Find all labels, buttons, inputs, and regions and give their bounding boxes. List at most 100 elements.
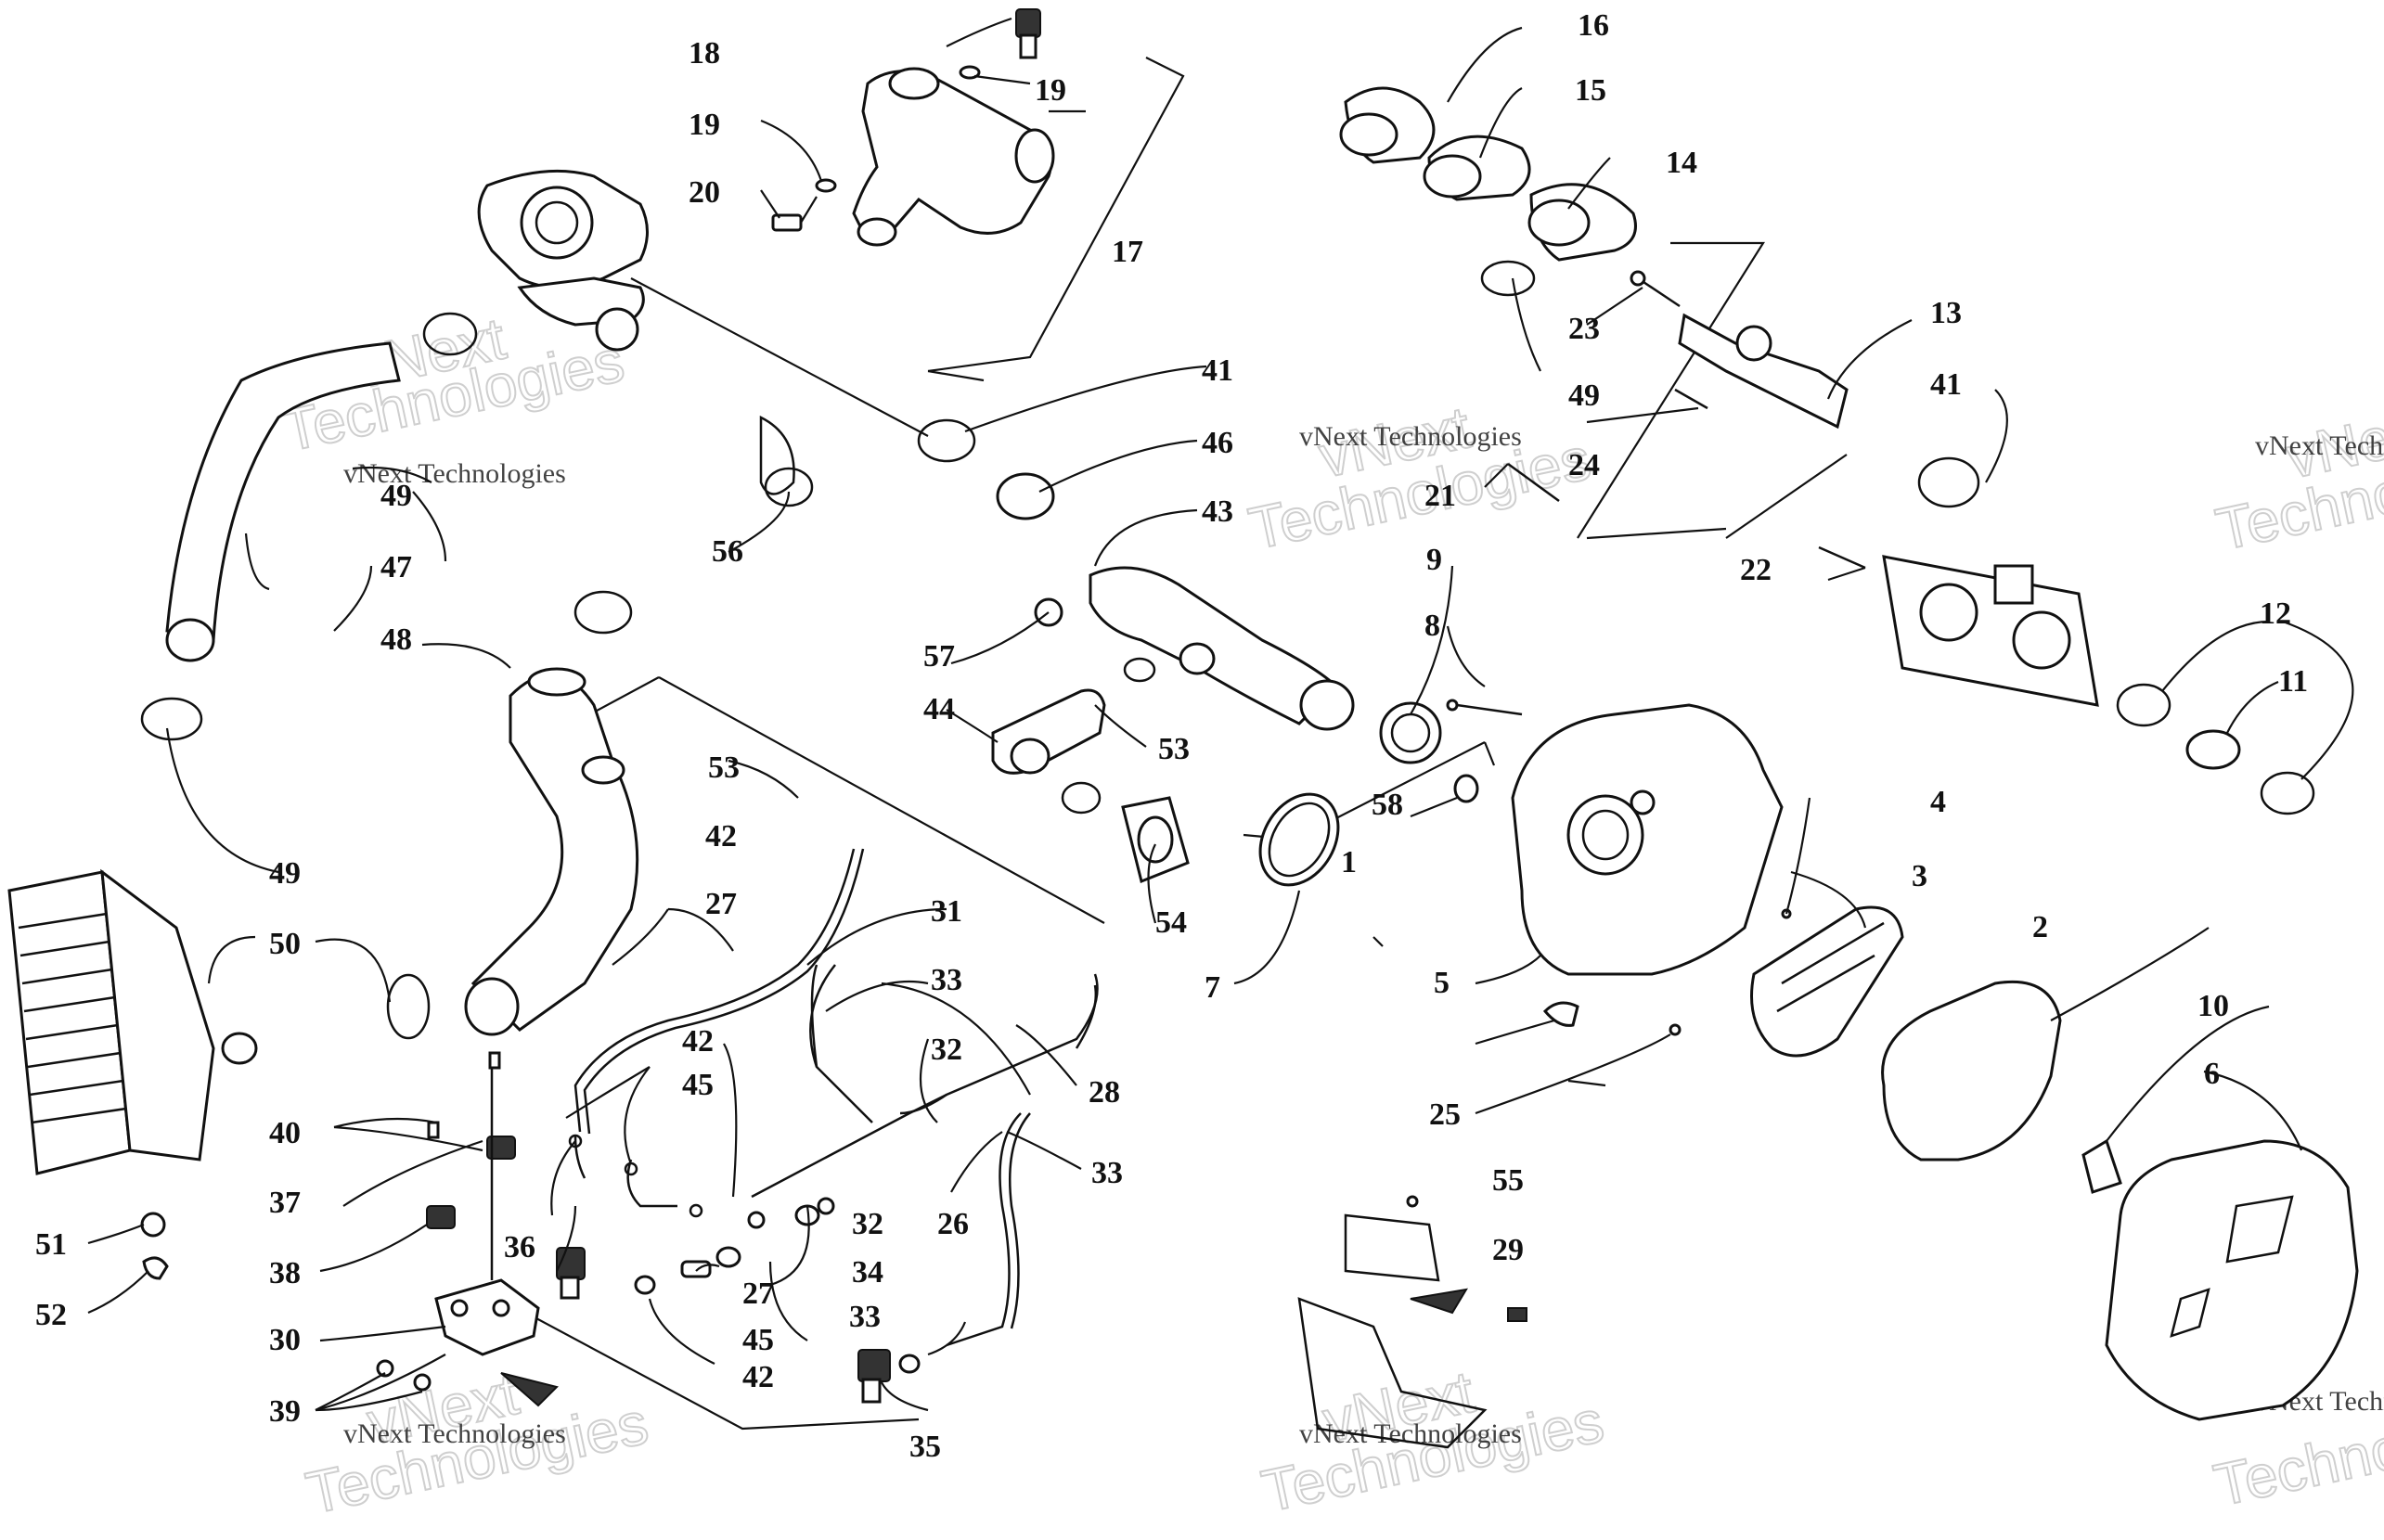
charge-hose-upper xyxy=(165,341,401,662)
callout-55: 55 xyxy=(1492,1163,1524,1198)
callout-4: 4 xyxy=(1930,785,1946,819)
charge-hose-lower xyxy=(464,667,639,1036)
callout-40: 40 xyxy=(269,1116,301,1150)
callout-45-b: 45 xyxy=(742,1323,774,1357)
callout-17: 17 xyxy=(1112,235,1143,269)
callout-6: 6 xyxy=(2204,1057,2220,1091)
throttle-body-assembly xyxy=(1882,555,2099,707)
watermark-text: vNext Technologies xyxy=(343,458,566,489)
callout-33-a: 33 xyxy=(931,963,962,997)
callout-3: 3 xyxy=(1912,859,1927,893)
callout-33-b: 33 xyxy=(1091,1156,1123,1190)
watermark-text: vNext Technologies xyxy=(1299,421,1522,452)
callout-51: 51 xyxy=(35,1227,67,1262)
direction-arrow xyxy=(1410,1288,1468,1315)
intake-couplers xyxy=(1339,86,1637,297)
watermark-text: vNext Technologies xyxy=(2255,430,2384,461)
callout-58: 58 xyxy=(1372,788,1403,822)
callout-20: 20 xyxy=(689,175,720,210)
callout-48: 48 xyxy=(380,622,412,657)
callout-27-a: 27 xyxy=(705,887,737,921)
callout-23: 23 xyxy=(1568,312,1600,346)
callout-31: 31 xyxy=(931,894,962,929)
callout-10: 10 xyxy=(2197,989,2229,1023)
callout-33-c: 33 xyxy=(849,1300,881,1334)
callout-5: 5 xyxy=(1434,966,1450,1000)
callout-9: 9 xyxy=(1426,543,1442,577)
callout-39: 39 xyxy=(269,1394,301,1429)
callout-52: 52 xyxy=(35,1298,67,1332)
callout-26: 26 xyxy=(937,1207,969,1241)
vacuum-hoses xyxy=(568,848,1099,1347)
callout-15: 15 xyxy=(1575,73,1606,108)
callout-53-b: 53 xyxy=(1158,732,1190,766)
callout-22: 22 xyxy=(1740,553,1772,587)
callout-19-a: 19 xyxy=(689,108,720,142)
callout-7: 7 xyxy=(1205,970,1220,1005)
callout-45-a: 45 xyxy=(682,1068,714,1102)
callout-49-b: 49 xyxy=(1568,379,1600,413)
sensor-part xyxy=(771,8,1041,232)
hose-clamps xyxy=(140,312,2315,1040)
airbox-boot xyxy=(1258,792,1340,887)
callout-49-c: 49 xyxy=(269,856,301,891)
callout-16: 16 xyxy=(1578,8,1609,43)
callout-53-a: 53 xyxy=(708,751,740,785)
callout-50: 50 xyxy=(269,927,301,961)
intercooler-part xyxy=(7,868,258,1280)
mounting-bracket xyxy=(1297,1195,1527,1449)
callout-38: 38 xyxy=(269,1256,301,1290)
callout-11: 11 xyxy=(2278,664,2308,699)
callout-37: 37 xyxy=(269,1186,301,1220)
callout-41-b: 41 xyxy=(1930,367,1962,402)
callout-35: 35 xyxy=(909,1430,941,1464)
callout-32-a: 32 xyxy=(931,1033,962,1067)
callout-30: 30 xyxy=(269,1323,301,1357)
callout-41-a: 41 xyxy=(1202,353,1233,388)
callout-49-a: 49 xyxy=(380,479,412,513)
callout-2: 2 xyxy=(2032,910,2048,944)
solenoid-bracket xyxy=(376,1067,540,1392)
callout-18: 18 xyxy=(689,36,720,71)
callout-46: 46 xyxy=(1202,426,1233,460)
watermark-text: vNext Technologies xyxy=(1299,1418,1522,1449)
callout-42-c: 42 xyxy=(742,1360,774,1394)
callout-27-b: 27 xyxy=(742,1277,774,1311)
leader-lines xyxy=(87,17,2354,1412)
callout-54: 54 xyxy=(1155,905,1187,940)
callout-24: 24 xyxy=(1568,448,1600,482)
callout-56: 56 xyxy=(712,534,743,569)
callout-44: 44 xyxy=(923,692,955,726)
callout-32-b: 32 xyxy=(852,1207,883,1241)
intake-elbow xyxy=(996,472,1442,764)
callout-47: 47 xyxy=(380,550,412,584)
bracket-part xyxy=(1507,270,1866,570)
callout-43: 43 xyxy=(1202,494,1233,529)
bypass-hose xyxy=(991,597,1216,884)
callout-21: 21 xyxy=(1424,479,1456,513)
callout-12: 12 xyxy=(2260,597,2291,631)
air-filter-assembly xyxy=(1669,905,2359,1421)
callout-42-b: 42 xyxy=(682,1024,714,1059)
callout-34: 34 xyxy=(852,1255,883,1290)
airbox-housing xyxy=(1446,699,1784,1027)
callout-19-b: 19 xyxy=(1035,73,1066,108)
callout-57: 57 xyxy=(923,639,955,674)
watermark-text: vNext Technologies xyxy=(343,1418,566,1449)
callout-25: 25 xyxy=(1429,1097,1461,1132)
callout-8: 8 xyxy=(1424,609,1440,643)
direction-arrow xyxy=(500,1372,559,1407)
callout-14: 14 xyxy=(1666,146,1697,180)
callout-28: 28 xyxy=(1089,1075,1120,1110)
callout-36: 36 xyxy=(504,1230,535,1264)
callout-29: 29 xyxy=(1492,1233,1524,1267)
snap-ring-part xyxy=(759,415,795,495)
callout-1: 1 xyxy=(1341,845,1357,879)
callout-13: 13 xyxy=(1930,296,1962,330)
turbocharger-part xyxy=(477,169,929,437)
boost-solenoids xyxy=(426,1051,891,1404)
throttle-body-part xyxy=(852,67,1055,247)
callout-42-a: 42 xyxy=(705,819,737,853)
callout-labels: 1 2 3 4 5 6 7 8 9 10 11 12 13 14 15 16 1… xyxy=(35,8,2308,1464)
